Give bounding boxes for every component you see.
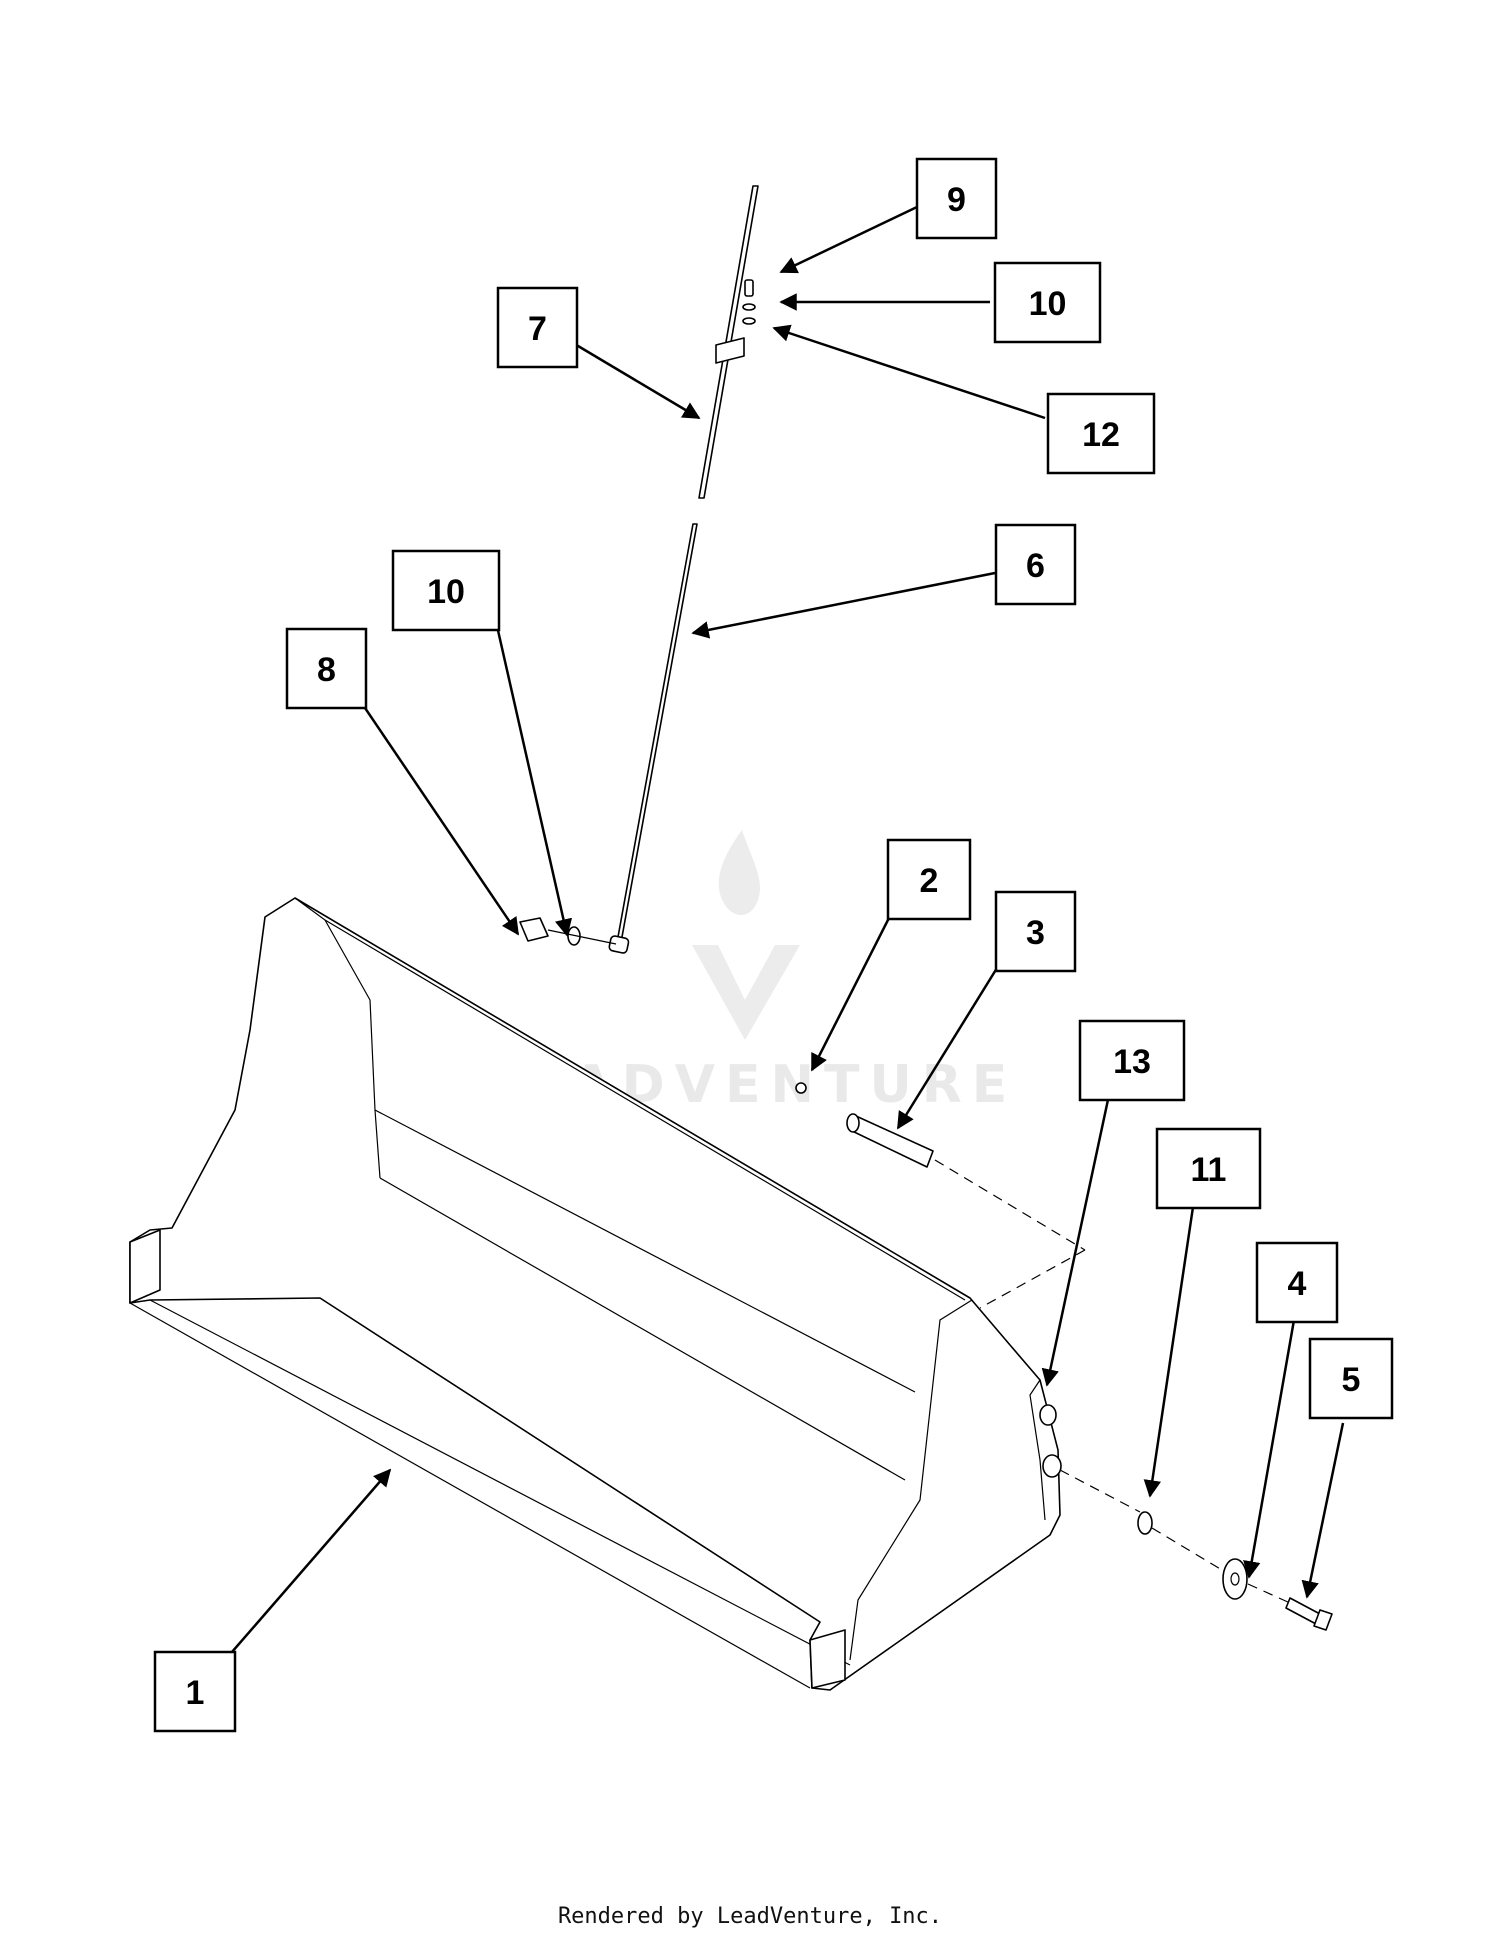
callout-12[interactable]: 12 [1046, 392, 1156, 475]
callout-6[interactable]: 6 [994, 523, 1077, 606]
side-fasteners [1059, 1469, 1333, 1631]
callout-11[interactable]: 11 [1155, 1127, 1262, 1210]
bracket-hardware [742, 279, 756, 325]
callout-10-top[interactable]: 10 [993, 261, 1102, 344]
callout-9[interactable]: 9 [915, 157, 998, 240]
callout-10-left-label: 10 [427, 573, 465, 611]
callout-4[interactable]: 4 [1255, 1241, 1339, 1324]
callout-3-label: 3 [1026, 914, 1045, 952]
callout-11-label: 11 [1191, 1151, 1227, 1189]
callout-7-label: 7 [528, 310, 547, 348]
callout-9-label: 9 [947, 181, 966, 219]
part-rod-lower [608, 523, 698, 954]
part-bucket [129, 897, 1062, 1691]
callout-8[interactable]: 8 [285, 627, 368, 710]
part-rod-upper [698, 185, 759, 499]
callout-2-label: 2 [920, 862, 939, 900]
leader-lines [231, 205, 1345, 1653]
callout-7[interactable]: 7 [496, 286, 579, 369]
flame-v-logo-icon [692, 830, 800, 1040]
callout-1[interactable]: 1 [153, 1650, 237, 1733]
callout-5[interactable]: 5 [1308, 1337, 1394, 1420]
callout-10-top-label: 10 [1029, 285, 1067, 323]
footer-credit: Rendered by LeadVenture, Inc. [557, 1904, 943, 1929]
callout-8-label: 8 [317, 651, 336, 689]
callout-13[interactable]: 13 [1078, 1019, 1186, 1102]
callout-12-label: 12 [1082, 416, 1120, 454]
callout-3[interactable]: 3 [994, 890, 1077, 973]
callout-13-label: 13 [1113, 1043, 1151, 1081]
hinge-pin [795, 1082, 1086, 1309]
rod-fasteners [519, 917, 617, 946]
callout-10-left[interactable]: 10 [391, 549, 501, 632]
callout-5-label: 5 [1342, 1361, 1361, 1399]
callout-2[interactable]: 2 [886, 838, 972, 921]
callout-4-label: 4 [1288, 1265, 1307, 1303]
callout-1-label: 1 [186, 1674, 205, 1712]
callout-6-label: 6 [1026, 547, 1045, 585]
